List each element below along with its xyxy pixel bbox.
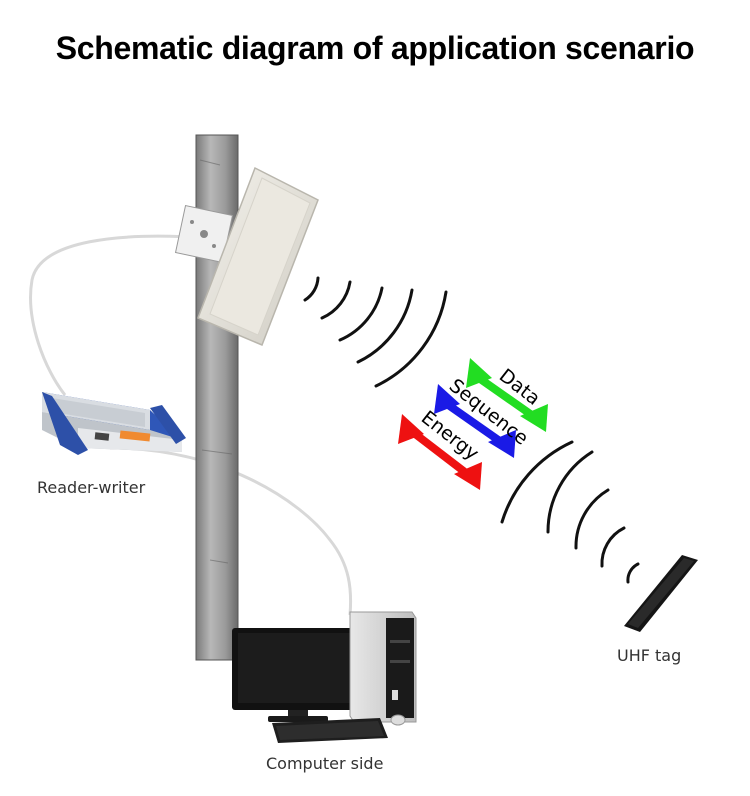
computer-side-label: Computer side [266, 754, 384, 773]
tag-waves [500, 440, 640, 584]
mouse [390, 714, 406, 726]
uhf-tag-label: UHF tag [617, 646, 682, 665]
page-title: Schematic diagram of application scenari… [55, 30, 695, 66]
antenna-bracket [174, 204, 234, 264]
reader-writer-device [42, 392, 186, 455]
antenna-panel [197, 166, 319, 346]
reader-writer-label: Reader-writer [37, 478, 146, 497]
antenna-waves [303, 276, 448, 388]
keyboard [272, 718, 388, 743]
energy-arrow [398, 414, 482, 490]
antenna-cable [29, 234, 208, 396]
computer-tower [349, 611, 417, 723]
computer-cable [109, 446, 353, 616]
computer-monitor [232, 628, 362, 722]
sequence-arrow [434, 384, 516, 458]
uhf-tag [624, 555, 698, 632]
data-arrow [466, 358, 548, 432]
